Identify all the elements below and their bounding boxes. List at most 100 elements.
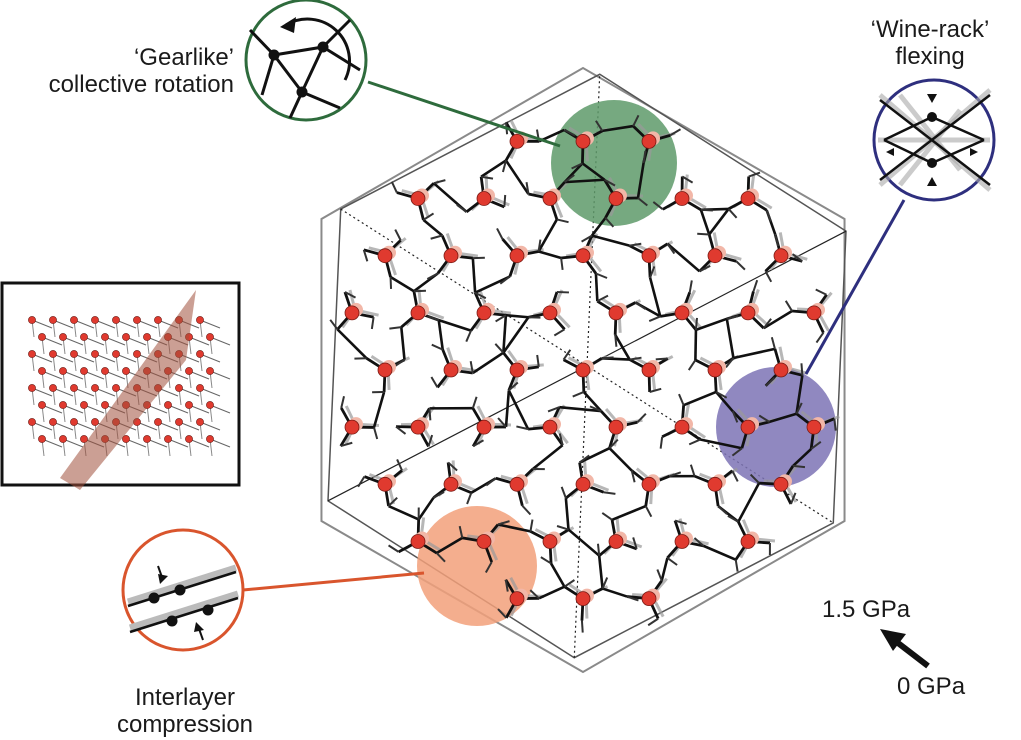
bond-stub <box>521 504 532 516</box>
bond <box>372 391 386 428</box>
inset-atom <box>143 435 151 443</box>
bond <box>636 162 645 199</box>
inset-atom <box>80 367 88 375</box>
bond-stub <box>604 178 616 187</box>
bond-stub <box>735 260 746 271</box>
bond-stub <box>632 537 638 550</box>
bond <box>538 250 562 260</box>
winerack-label: ‘Wine-rack’ flexing <box>845 16 1015 70</box>
inset-atom <box>112 316 120 324</box>
winerack-ghost-bond <box>898 108 962 187</box>
bond-stub <box>508 381 519 392</box>
atom <box>509 248 525 264</box>
bond-stub <box>396 459 403 471</box>
winerack-bond <box>879 94 991 181</box>
inset-frame <box>0 281 241 487</box>
inset-atom <box>28 384 36 392</box>
bond-stub <box>666 243 676 255</box>
gear-bond <box>260 54 276 96</box>
inset-atom <box>38 401 46 409</box>
bond-stub <box>596 543 601 556</box>
bond-stub <box>647 617 659 627</box>
bond-stub <box>596 294 609 303</box>
bond-stub <box>674 519 687 525</box>
bond <box>480 159 507 178</box>
inset-atom <box>70 316 78 324</box>
bond <box>708 208 730 236</box>
interlayer-atom <box>166 615 178 627</box>
interlayer-plane <box>129 596 239 634</box>
atom <box>509 362 525 378</box>
bond-stub <box>731 410 739 423</box>
gear-bond <box>322 45 361 72</box>
bond-stub <box>484 561 493 574</box>
atomic-lattice <box>329 114 840 633</box>
bond <box>591 234 630 247</box>
inset-atom <box>70 350 78 358</box>
atom <box>608 419 624 435</box>
winerack-label-line1: ‘Wine-rack’ <box>870 16 990 43</box>
bond <box>660 557 669 581</box>
atom <box>674 419 690 435</box>
bond <box>505 313 529 319</box>
inset-atom <box>122 367 130 375</box>
inset-atom <box>112 384 120 392</box>
gear-atom <box>317 41 329 53</box>
bond-stub <box>784 300 793 312</box>
atom <box>575 362 591 378</box>
bond-stub <box>344 291 357 299</box>
bond-stub <box>649 266 656 279</box>
bond-stub <box>636 413 647 423</box>
bond-stub <box>387 496 398 507</box>
bond-stub <box>800 363 804 376</box>
highlight-discs <box>417 100 836 626</box>
bond-stub <box>370 317 375 330</box>
bond-stub <box>497 520 510 526</box>
rotation-arc <box>285 17 351 81</box>
gear-atom <box>296 86 308 98</box>
bond-stub <box>604 217 615 228</box>
inset-atom <box>59 367 67 375</box>
bond <box>472 351 505 375</box>
bond-stub <box>529 589 540 600</box>
inset-atom <box>101 333 109 341</box>
bond-stub <box>373 427 379 440</box>
bond-stub <box>362 249 369 262</box>
bond-stub <box>833 418 837 431</box>
inset-atom <box>112 350 120 358</box>
pressure-arrow-shaft <box>896 640 930 669</box>
bond-stub <box>431 343 444 351</box>
bond <box>725 318 735 359</box>
bond-stub <box>427 315 440 322</box>
bond-stub <box>580 620 584 633</box>
inset-atom <box>196 316 204 324</box>
bond-stub <box>637 197 648 207</box>
atom <box>773 362 789 378</box>
inset-atom <box>154 316 162 324</box>
bond-stub <box>427 434 434 447</box>
bond-stub <box>632 114 640 127</box>
bond-stub <box>688 438 701 446</box>
inset-atom <box>101 367 109 375</box>
atom <box>575 248 591 264</box>
atom <box>674 191 690 206</box>
bond-stub <box>727 208 738 219</box>
bond <box>579 447 611 464</box>
bond-stub <box>471 396 478 409</box>
bond-stub <box>393 358 406 368</box>
inset-atom <box>49 316 57 324</box>
atom <box>443 476 459 492</box>
bond-stub <box>752 279 759 292</box>
bond <box>474 275 511 294</box>
atom <box>740 191 756 206</box>
interlayer-atom <box>148 592 160 604</box>
inset-atom <box>206 333 214 341</box>
bond-stub <box>687 359 697 371</box>
bond <box>590 217 607 237</box>
gear-bond <box>301 90 341 110</box>
bond-stub <box>480 175 494 180</box>
atom <box>608 305 624 321</box>
gearlike-label-line1: ‘Gearlike’ <box>133 44 234 71</box>
inset-cut-plane <box>60 290 196 490</box>
bond <box>768 412 797 424</box>
